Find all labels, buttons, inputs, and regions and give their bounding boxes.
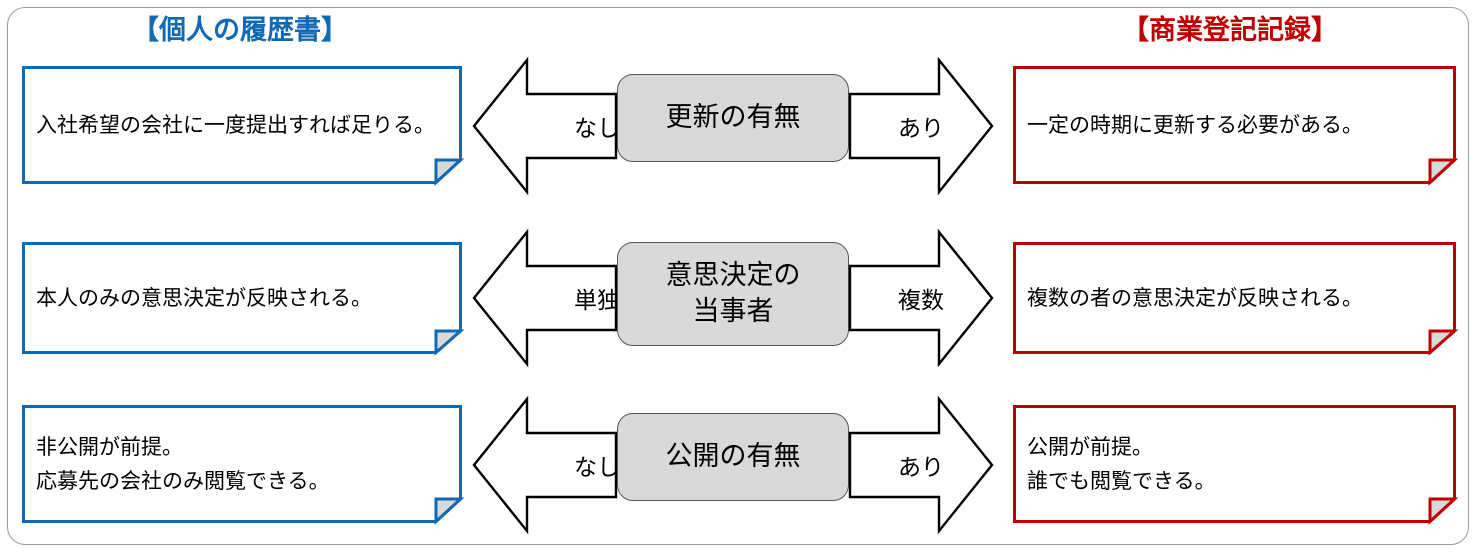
note-shape-left — [22, 242, 465, 356]
arrow-left-icon — [472, 228, 618, 368]
right-note-card: 一定の時期に更新する必要がある。 — [1013, 66, 1459, 186]
comparison-row: 入社希望の会社に一度提出すれば足りる。 なし 更新の有無 あり 一定の時期に更新… — [0, 56, 1478, 196]
note-shape-left — [22, 405, 465, 525]
right-note-text: 複数の者の意思決定が反映される。 — [1027, 285, 1363, 310]
note-shape-right — [1013, 405, 1459, 525]
right-note-text: 一定の時期に更新する必要がある。 — [1027, 112, 1363, 137]
left-note-text: 入社希望の会社に一度提出すれば足りる。 — [36, 112, 435, 137]
right-note-card: 公開が前提。 誰でも閲覧できる。 — [1013, 405, 1459, 525]
column-header-right: 【商業登記記録】 — [1122, 15, 1338, 46]
comparison-row: 本人のみの意思決定が反映される。 単独 意思決定の 当事者 複数 複数の者の意思… — [0, 228, 1478, 368]
arrow-right-icon — [848, 228, 994, 368]
left-note-card: 非公開が前提。 応募先の会社のみ閲覧できる。 — [22, 405, 465, 525]
arrow-left: 単独 — [472, 228, 620, 368]
right-note-card: 複数の者の意思決定が反映される。 — [1013, 242, 1459, 356]
arrow-left-icon — [472, 395, 618, 535]
arrow-left-icon — [472, 56, 618, 196]
note-shape-right — [1013, 66, 1459, 186]
left-note-text: 本人のみの意思決定が反映される。 — [36, 285, 372, 310]
right-note-text: 公開が前提。 誰でも閲覧できる。 — [1027, 434, 1216, 493]
column-header-left: 【個人の履歴書】 — [132, 15, 348, 46]
left-note-card: 入社希望の会社に一度提出すれば足りる。 — [22, 66, 465, 186]
left-note-card: 本人のみの意思決定が反映される。 — [22, 242, 465, 356]
arrow-right: 複数 — [848, 228, 994, 368]
note-shape-right — [1013, 242, 1459, 356]
arrow-right-icon — [848, 395, 994, 535]
left-note-text: 非公開が前提。 応募先の会社のみ閲覧できる。 — [36, 434, 330, 493]
criterion-box: 公開の有無 — [617, 413, 849, 501]
arrow-right: あり — [848, 395, 994, 535]
criterion-box: 更新の有無 — [617, 74, 849, 162]
arrow-left: なし — [472, 56, 620, 196]
arrow-right: あり — [848, 56, 994, 196]
arrow-right-icon — [848, 56, 994, 196]
arrow-left: なし — [472, 395, 620, 535]
note-shape-left — [22, 66, 465, 186]
criterion-box: 意思決定の 当事者 — [617, 242, 849, 346]
comparison-row: 非公開が前提。 応募先の会社のみ閲覧できる。 なし 公開の有無 あり 公開が前提… — [0, 395, 1478, 535]
